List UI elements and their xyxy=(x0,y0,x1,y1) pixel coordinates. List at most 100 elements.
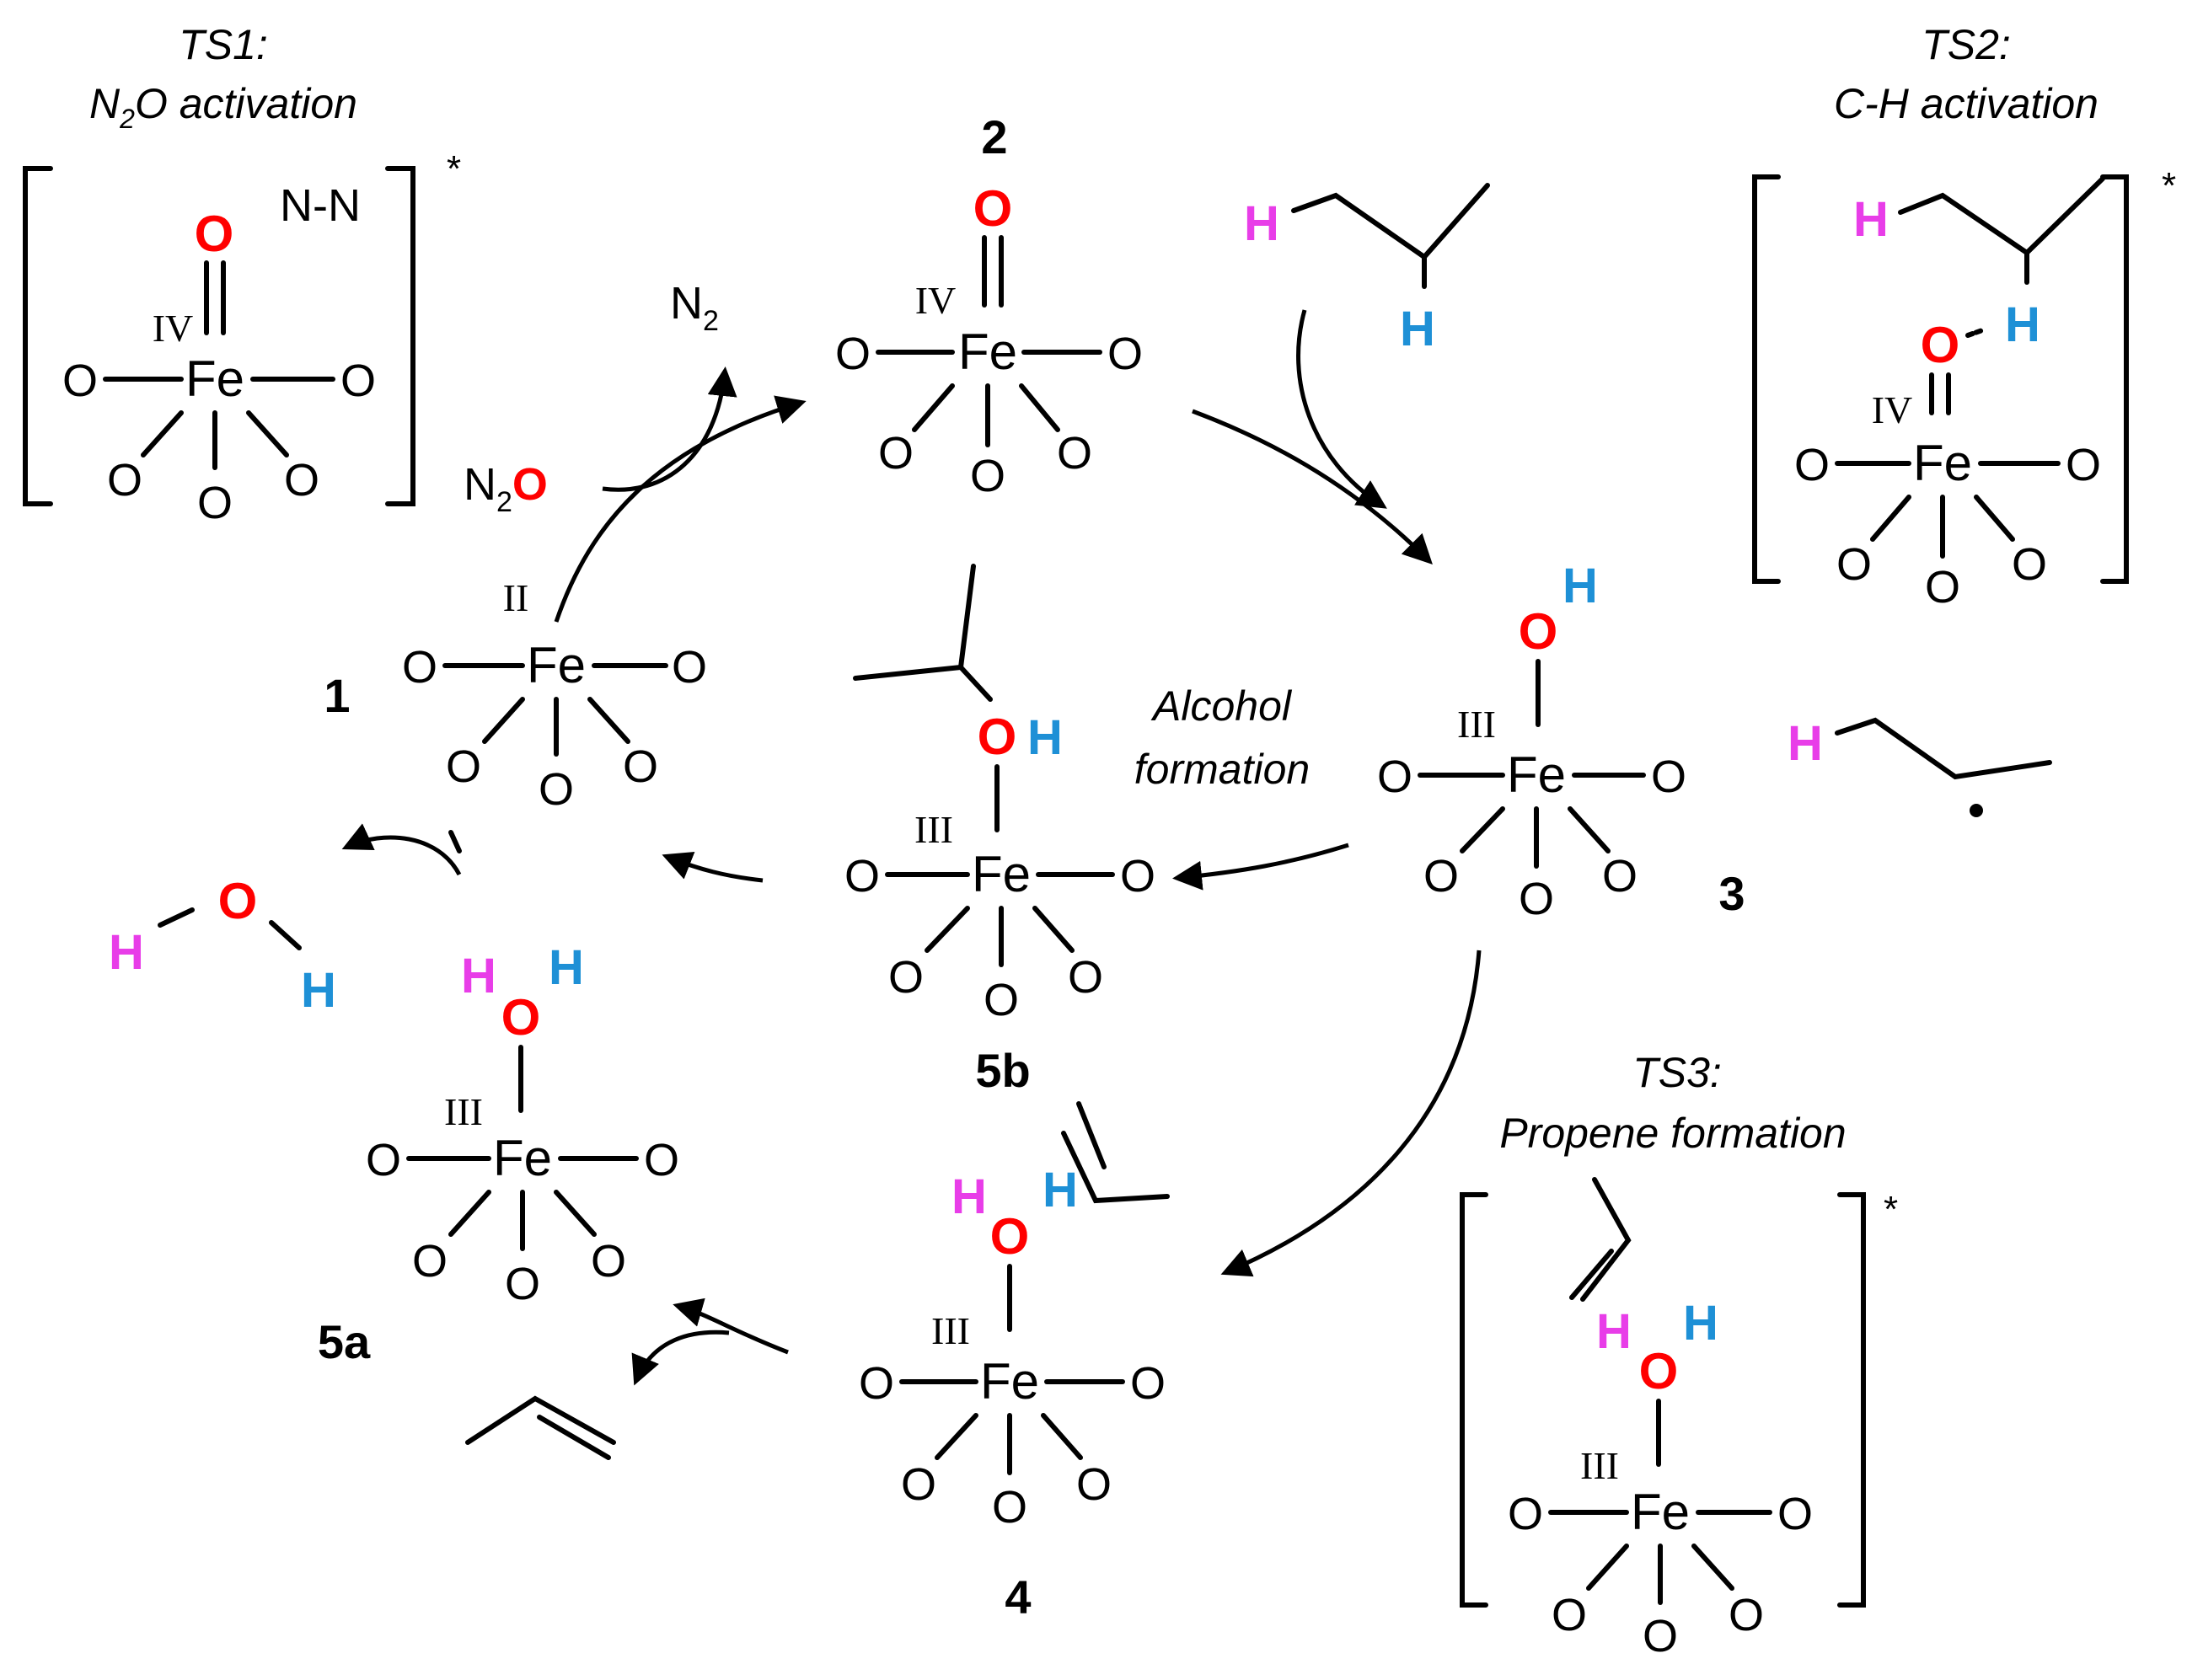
species-4-o-br: O xyxy=(1076,1459,1112,1510)
species-2-o-left: O xyxy=(835,329,871,379)
species-2-oxo: O xyxy=(973,180,1013,237)
ts3-o-right: O xyxy=(1777,1489,1813,1539)
ts2-bracket-left xyxy=(1752,174,1781,584)
ts2-o-left: O xyxy=(1794,440,1830,490)
species-5b-fe: Fe xyxy=(972,846,1031,902)
species-2-fe: Fe xyxy=(958,324,1017,380)
species-5b-ox-state: III xyxy=(914,808,953,851)
ts2-star: * xyxy=(2162,165,2176,206)
water-h-right: H xyxy=(301,963,336,1018)
species-2-o-br: O xyxy=(1057,428,1092,479)
species-5b-o-br: O xyxy=(1068,952,1103,1003)
species-1-o-bl: O xyxy=(446,741,481,792)
ts3-o-left: O xyxy=(1508,1489,1543,1539)
species-3-o-b: O xyxy=(1519,874,1554,924)
species-4-h2: H xyxy=(1043,1163,1078,1217)
ts3-star: * xyxy=(1884,1189,1898,1230)
species-3-o: O xyxy=(1519,603,1558,660)
propane-molecule: H H xyxy=(1244,183,1490,356)
species-4-o-left: O xyxy=(859,1358,894,1409)
species-1-o-right: O xyxy=(672,642,707,693)
ts1-o-b: O xyxy=(197,478,233,528)
arrow-5b-to-1 xyxy=(662,852,764,883)
ts2-subtitle: C-H activation xyxy=(1834,80,2098,127)
ts2-o-b: O xyxy=(1925,562,1960,613)
water-h-left: H xyxy=(109,925,144,980)
species-3-o-left: O xyxy=(1377,752,1412,802)
species-5b-o-left: O xyxy=(844,851,880,902)
arrow-3-to-5b xyxy=(1172,843,1349,891)
ts1-nn: N-N xyxy=(280,180,361,231)
water-molecule: H O H xyxy=(109,873,336,1018)
arrow-2-to-3 xyxy=(1192,409,1433,564)
species-4-o-right: O xyxy=(1130,1358,1166,1409)
species-4-ox-state: III xyxy=(931,1309,970,1352)
ts3-h1: H xyxy=(1596,1304,1632,1359)
ts2-group: TS2: C-H activation * H H O IV Fe O O O … xyxy=(1752,21,2176,613)
n2o-reagent-group: N2 N2O xyxy=(464,278,807,623)
species-2-ox-state: IV xyxy=(915,279,957,322)
ts3-title: TS3: xyxy=(1632,1049,1722,1096)
ts3-o-bl: O xyxy=(1552,1590,1587,1640)
radical-dot xyxy=(1970,804,1983,817)
ts3-bracket-right xyxy=(1837,1192,1866,1608)
species-5b: O H III Fe O O O O O 5b xyxy=(844,564,1155,1097)
alcohol-label-1: Alcohol xyxy=(1150,682,1293,730)
ts2-o-br: O xyxy=(2012,539,2047,590)
ts1-ox-state: IV xyxy=(153,307,194,350)
species-2-o-bl: O xyxy=(878,428,914,479)
ts1-group: TS1: N2O activation * N-N O IV Fe O O O … xyxy=(23,21,461,528)
species-1-o-br: O xyxy=(623,741,658,792)
n2o-reagent: N2O xyxy=(464,459,548,518)
species-1-label: 1 xyxy=(324,669,350,722)
species-3-o-bl: O xyxy=(1423,851,1459,902)
ts1-title: TS1: xyxy=(179,21,268,68)
species-5a-h1: H xyxy=(461,949,496,1003)
species-5a-fe: Fe xyxy=(493,1130,552,1186)
species-4-fe: Fe xyxy=(980,1353,1039,1410)
ts2-fe: Fe xyxy=(1913,435,1972,491)
ts3-o: O xyxy=(1639,1343,1679,1399)
ts3-bracket-left xyxy=(1460,1192,1488,1608)
ts3-fe: Fe xyxy=(1631,1484,1690,1540)
arrow-n2-release xyxy=(602,366,737,492)
species-1: II Fe O O O O O 1 xyxy=(324,576,707,815)
species-5a-o-left: O xyxy=(366,1135,401,1185)
species-3-o-br: O xyxy=(1602,851,1638,902)
species-1-ox-state: II xyxy=(503,576,529,619)
ts3-h2: H xyxy=(1683,1296,1718,1351)
ts1-o-bl: O xyxy=(107,455,142,506)
species-3-h: H xyxy=(1562,559,1598,613)
species-4-o: O xyxy=(990,1208,1030,1265)
species-1-o-left: O xyxy=(402,642,437,693)
arrow-3-to-4 xyxy=(1220,950,1482,1277)
ts2-ox-state: IV xyxy=(1872,388,1913,431)
species-5a-o: O xyxy=(501,989,541,1046)
species-5a-o-b: O xyxy=(505,1259,540,1309)
ts3-ox-state: III xyxy=(1580,1444,1619,1487)
species-4-o-bl: O xyxy=(901,1459,936,1510)
species-5a-o-br: O xyxy=(591,1236,626,1287)
species-3-fe: Fe xyxy=(1507,746,1566,803)
n2-product: N2 xyxy=(670,278,719,337)
ts1-bracket-left xyxy=(23,166,53,506)
radical-h: H xyxy=(1788,716,1823,771)
species-1-fe: Fe xyxy=(527,637,586,693)
arrow-propane-in xyxy=(1296,309,1387,509)
arrow-propene-release xyxy=(631,1330,730,1386)
ts1-o-right: O xyxy=(340,356,376,406)
species-5b-o: O xyxy=(978,709,1017,765)
species-5b-o-bl: O xyxy=(888,952,924,1003)
species-5a-o-bl: O xyxy=(412,1236,448,1287)
species-5a-label: 5a xyxy=(318,1315,371,1368)
species-2-label: 2 xyxy=(981,110,1007,163)
ts2-title: TS2: xyxy=(1922,21,2011,68)
species-5b-label: 5b xyxy=(975,1044,1030,1097)
ts2-h-transfer: H xyxy=(2005,297,2040,352)
species-3-label: 3 xyxy=(1718,867,1745,920)
species-4: H H O III Fe O O O O O 4 xyxy=(859,1101,1170,1624)
species-5a-h2: H xyxy=(549,940,584,995)
ts1-oxo: O xyxy=(195,206,234,262)
